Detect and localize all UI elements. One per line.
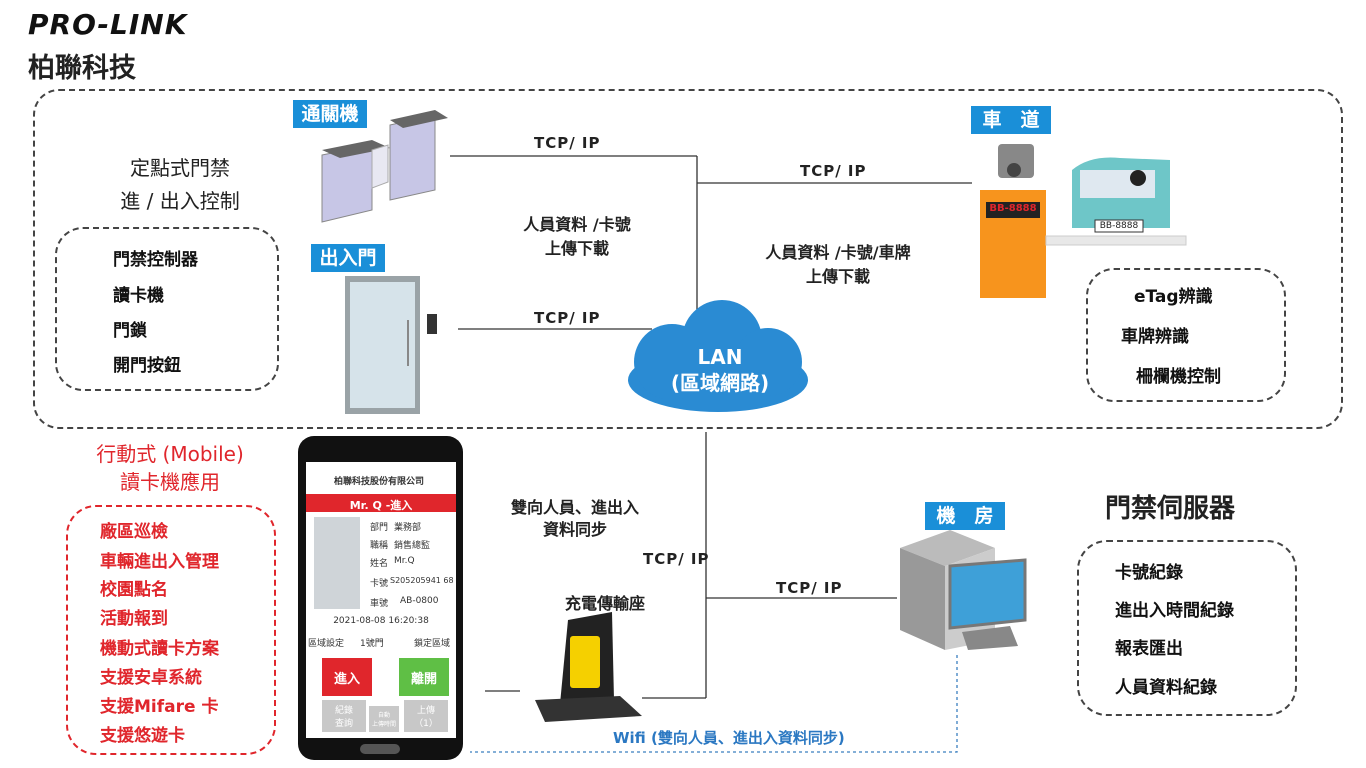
phone-image: [298, 436, 463, 760]
mobile-feature-android: 支援安卓系統: [100, 668, 202, 688]
phone-field-dept-value: 業務部: [394, 523, 422, 533]
phone-area-select[interactable]: 1號門: [360, 639, 384, 649]
door-label: 出入門: [311, 244, 385, 272]
phone-field-plate-value: AB-0800: [400, 596, 439, 606]
phone-field-name-label: 姓名: [370, 559, 389, 569]
phone-field-dept-label: 部門: [370, 523, 389, 533]
tcp-server-label: TCP/ IP: [776, 579, 843, 597]
tcp-door-label: TCP/ IP: [534, 309, 601, 327]
feature-lpr: 車牌辨識: [1121, 327, 1189, 347]
fixed-access-title-line2: 進 / 出入控制: [120, 189, 240, 213]
mobile-sync-line1: 雙向人員、進出入: [510, 498, 639, 517]
tcp-lane-label: TCP/ IP: [800, 162, 867, 180]
mobile-sync-text: 雙向人員、進出入 資料同步: [490, 497, 660, 541]
server-title: 門禁伺服器: [1105, 494, 1236, 524]
mobile-feature-checkin: 活動報到: [100, 609, 168, 629]
dock-image: [535, 612, 642, 722]
mobile-title-line2: 讀卡機應用: [120, 470, 220, 494]
car-plate: BB-8888: [1099, 221, 1139, 231]
phone-area-label: 區域設定: [308, 639, 345, 649]
wifi-label: Wifi (雙向人員、進出入資料同步): [613, 729, 845, 747]
phone-datetime: 2021-08-08 16:20:38: [333, 616, 429, 626]
fixed-access-title: 定點式門禁 進 / 出入控制: [80, 152, 280, 218]
mobile-feature-rollcall: 校園點名: [100, 580, 168, 600]
phone-enter-button[interactable]: 進入: [333, 672, 360, 687]
fixed-access-feature-box: [55, 227, 279, 391]
phone-upload-button[interactable]: 上傳 （1）: [414, 706, 438, 729]
lane-data-sync-line1: 人員資料 /卡號/車牌: [765, 243, 911, 262]
server-feature-report-export: 報表匯出: [1115, 639, 1183, 659]
lane-data-sync-line2: 上傳下載: [805, 267, 870, 286]
door-image: [345, 276, 437, 414]
brand-name: 柏聯科技: [28, 53, 136, 84]
phone-field-card-label: 卡號: [370, 579, 389, 589]
gate-machine-image: [321, 110, 448, 223]
gate-label: 通關機: [293, 100, 367, 128]
server-feature-box: [1077, 540, 1297, 716]
phone-field-title-label: 職稱: [370, 541, 389, 551]
feature-door-lock: 門鎖: [113, 321, 147, 341]
mobile-feature-box: [66, 505, 276, 755]
tcp-gate-label: TCP/ IP: [534, 134, 601, 152]
lane-data-sync-text: 人員資料 /卡號/車牌 上傳下載: [738, 241, 938, 289]
server-feature-time-records: 進出入時間紀錄: [1115, 601, 1234, 621]
server-room-label: 機 房: [925, 502, 1005, 530]
brand-logo: PRO-LINK: [28, 8, 188, 41]
lan-label-line2: (區域網路): [670, 371, 770, 395]
phone-records-button[interactable]: 紀錄 查詢: [334, 706, 353, 729]
feature-controller: 門禁控制器: [113, 250, 198, 270]
feature-open-button: 開門按鈕: [113, 356, 181, 376]
mobile-feature-mifare: 支援Mifare 卡: [100, 697, 219, 717]
phone-lock-label: 鎖定區域: [414, 639, 451, 649]
phone-field-card-value: S205205941 68: [390, 576, 454, 585]
mobile-feature-easycard: 支援悠遊卡: [100, 726, 185, 746]
mobile-title: 行動式 (Mobile) 讀卡機應用: [60, 440, 280, 496]
server-image: [900, 530, 1027, 650]
gate-data-sync-text: 人員資料 /卡號 上傳下載: [492, 213, 662, 261]
lane-label: 車 道: [971, 106, 1051, 134]
gate-data-sync-line2: 上傳下載: [544, 239, 609, 258]
server-feature-card-records: 卡號紀錄: [1115, 563, 1183, 583]
mobile-title-line1: 行動式 (Mobile): [96, 442, 244, 466]
gate-data-sync-line1: 人員資料 /卡號: [523, 215, 631, 234]
tcp-dock-label: TCP/ IP: [643, 550, 710, 568]
mobile-feature-vehicle: 車輛進出入管理: [100, 552, 219, 572]
phone-auto-upload-button[interactable]: 自動 上傳時間: [371, 712, 396, 728]
phone-status: Mr. Q -進入: [349, 499, 413, 512]
mobile-feature-portable: 機動式讀卡方案: [100, 639, 219, 659]
lan-label-line1: LAN: [697, 345, 743, 369]
server-feature-personnel-records: 人員資料紀錄: [1115, 678, 1217, 698]
fixed-access-title-line1: 定點式門禁: [130, 156, 230, 180]
lan-cloud: [628, 300, 808, 412]
lane-display-plate: BB-8888: [989, 203, 1037, 214]
lan-label: LAN (區域網路): [650, 344, 790, 396]
dock-label: 充電傳輸座: [564, 594, 645, 613]
fixed-access-area: [33, 89, 1343, 429]
feature-barrier: 柵欄機控制: [1136, 367, 1221, 387]
lane-image: [980, 144, 1187, 298]
phone-field-title-value: 銷售總監: [394, 541, 431, 551]
mobile-sync-line2: 資料同步: [542, 520, 607, 539]
phone-field-plate-label: 車號: [370, 599, 389, 609]
feature-etag: eTag辨識: [1134, 287, 1213, 307]
phone-leave-button[interactable]: 離開: [410, 672, 437, 687]
mobile-feature-patrol: 廠區巡檢: [100, 522, 168, 542]
lane-feature-box: [1086, 268, 1286, 402]
phone-company: 柏聯科技股份有限公司: [334, 477, 425, 487]
feature-card-reader: 讀卡機: [113, 286, 164, 306]
phone-field-name-value: Mr.Q: [394, 556, 415, 566]
